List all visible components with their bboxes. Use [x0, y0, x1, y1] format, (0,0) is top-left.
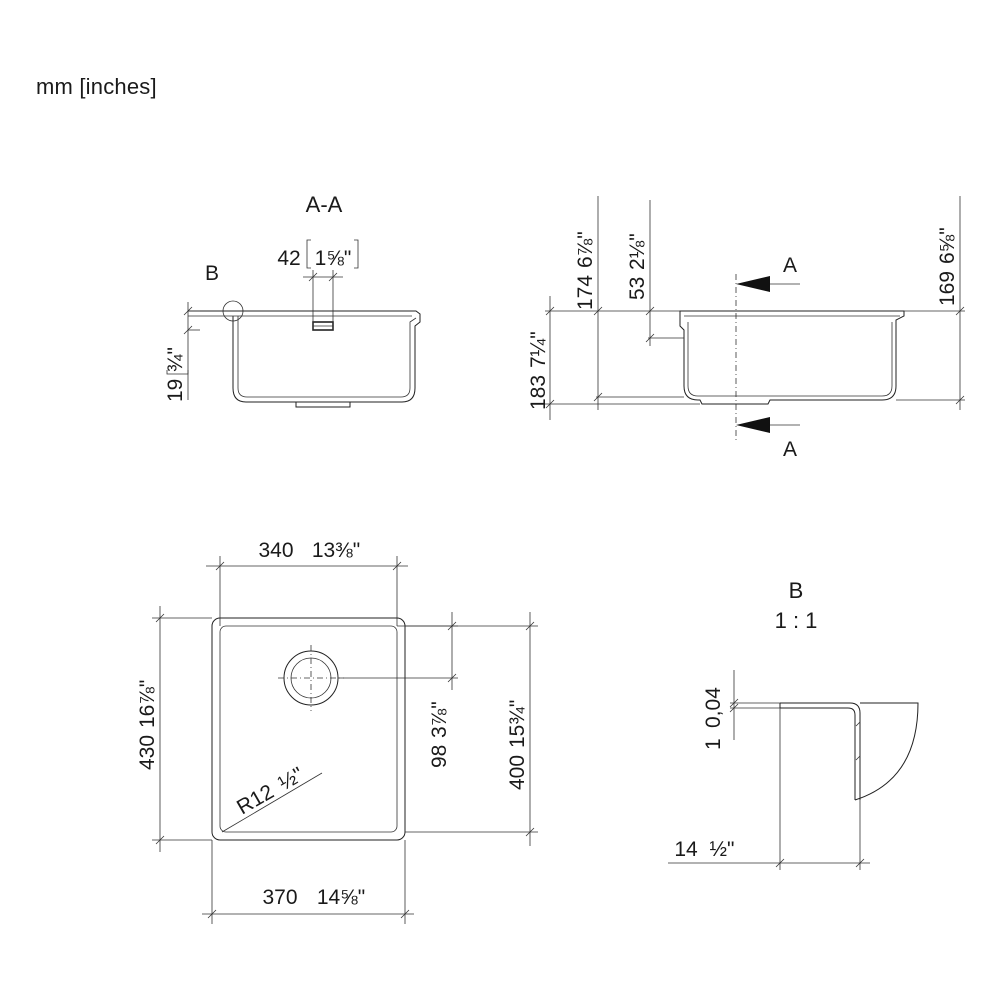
dim-370-in: 14⅝" [317, 886, 365, 909]
sink-section-outline [188, 310, 421, 403]
section-mark-a-bottom: A [783, 438, 797, 461]
dim-340-in: 13⅜" [312, 539, 360, 562]
section-mark-a-top: A [783, 254, 797, 277]
sink-side-outline [679, 310, 905, 405]
dim-400-mm: 400 [506, 755, 529, 790]
dim-1-in: 0,04 [702, 687, 725, 728]
dim-14-in: ½" [710, 838, 735, 861]
dim-r12-in: ½" [275, 763, 308, 795]
dim-169-in: 6⅝" [936, 227, 959, 264]
detail-callout-b: B [205, 262, 219, 285]
dim-1-mm: 1 [702, 738, 725, 750]
sink-outer-rim [211, 617, 406, 841]
section-a-a-title: A-A [306, 192, 343, 217]
dim-53-in: 2⅛" [626, 233, 649, 270]
dim-400-in: 15¾" [506, 700, 529, 748]
dim-14-mm: 14 [674, 838, 698, 861]
dim-53-mm: 53 [626, 277, 649, 300]
detail-b-scale: 1 : 1 [775, 608, 818, 633]
dim-r12-mm: R12 [233, 780, 278, 819]
dim-430-in: 16⅞" [136, 680, 159, 728]
side-view: A A 183 7¼" 174 6⅞" 53 2⅛" [527, 196, 965, 461]
dim-174-mm: 174 [574, 275, 597, 310]
dim-19-in: ¾" [164, 347, 187, 372]
dim-370-mm: 370 [262, 886, 297, 909]
dim-98-mm: 98 [428, 745, 451, 768]
dim-183-in: 7¼" [527, 331, 550, 368]
detail-b-title: B [789, 578, 804, 603]
dim-42-mm: 42 [277, 247, 300, 270]
section-view-a-a: A-A B 42 1⅝" 19 ¾" [164, 192, 421, 408]
plan-view: 340 13⅜" 370 14⅝" 430 16⅞" 98 3⅞" [136, 539, 538, 924]
dim-340-mm: 340 [258, 539, 293, 562]
detail-view-b: B 1 : 1 1 0,04 14 ½" [668, 578, 919, 870]
dim-183-mm: 183 [527, 375, 550, 410]
units-note: mm [inches] [36, 74, 157, 99]
dim-430-mm: 430 [136, 735, 159, 770]
dim-19-mm: 19 [164, 379, 187, 402]
dim-98-in: 3⅞" [428, 701, 451, 738]
rim-profile [780, 702, 861, 800]
dim-174-in: 6⅞" [574, 231, 597, 268]
dim-42-in: 1⅝" [315, 247, 352, 270]
dim-169-mm: 169 [936, 271, 959, 306]
sink-inner-basin [219, 625, 398, 833]
